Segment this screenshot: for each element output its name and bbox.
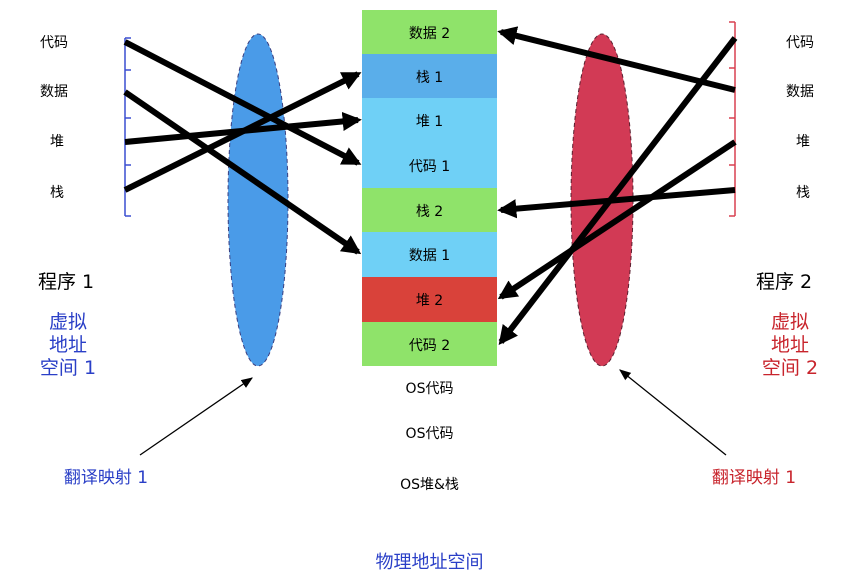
arrow-heap2 bbox=[497, 139, 737, 300]
program1-address-bracket bbox=[124, 37, 131, 217]
program1-mapping-arrows bbox=[123, 39, 362, 255]
svg-text:栈 2: 栈 2 bbox=[416, 204, 443, 220]
mapping-pointer-1 bbox=[139, 377, 253, 456]
program2-address-bracket bbox=[729, 21, 736, 217]
svg-text:代码 2: 代码 2 bbox=[409, 338, 450, 354]
svg-text:栈 1: 栈 1 bbox=[416, 70, 443, 86]
physical-memory-blocks: 数据 2 栈 1 堆 1 代码 1 栈 2 数据 1 堆 2 代码 2 bbox=[362, 10, 497, 366]
svg-text:数据 2: 数据 2 bbox=[409, 26, 450, 42]
program1-segment-label: 代码 bbox=[40, 35, 68, 51]
program2-space-label: 虚拟 地址 空间 2 bbox=[762, 311, 818, 379]
svg-text:地址: 地址 bbox=[771, 334, 809, 356]
mapping-label-2: 翻译映射 1 bbox=[712, 468, 796, 488]
physical-space-title: 物理地址空间 bbox=[376, 552, 484, 573]
phys-block: 数据 2 bbox=[362, 10, 497, 54]
phys-block: 栈 1 bbox=[362, 54, 497, 98]
phys-block: 数据 1 bbox=[362, 232, 497, 277]
program1-name: 程序 1 bbox=[38, 271, 94, 293]
program1-segment-label: 数据 bbox=[40, 84, 68, 100]
svg-text:虚拟: 虚拟 bbox=[49, 311, 87, 333]
phys-block: 代码 1 bbox=[362, 143, 497, 188]
os-label: OS代码 bbox=[406, 381, 454, 397]
svg-text:堆 2: 堆 2 bbox=[416, 293, 443, 309]
svg-text:虚拟: 虚拟 bbox=[771, 311, 809, 333]
os-label: OS堆&栈 bbox=[400, 477, 459, 493]
svg-text:堆 1: 堆 1 bbox=[416, 114, 443, 130]
phys-block: 堆 1 bbox=[362, 98, 497, 143]
phys-block: 代码 2 bbox=[362, 322, 497, 366]
program1-space-label: 虚拟 地址 空间 1 bbox=[40, 311, 96, 379]
phys-block: 堆 2 bbox=[362, 277, 497, 322]
arrow-code2 bbox=[498, 36, 738, 346]
arrow-data2 bbox=[497, 26, 736, 93]
svg-text:数据 1: 数据 1 bbox=[409, 248, 450, 264]
arrow-stack2 bbox=[497, 187, 736, 219]
program2-segment-label: 栈 bbox=[796, 185, 810, 201]
svg-text:空间 2: 空间 2 bbox=[762, 357, 818, 379]
program2-segment-label: 代码 bbox=[786, 35, 814, 51]
mapping-label-1: 翻译映射 1 bbox=[64, 468, 148, 488]
program1-segment-label: 栈 bbox=[50, 185, 64, 201]
phys-block: 栈 2 bbox=[362, 188, 497, 232]
mapping-pointer-2 bbox=[619, 369, 727, 456]
arrow-stack1 bbox=[123, 71, 362, 193]
program2-mapping-arrows bbox=[497, 26, 738, 346]
program1-segment-label: 堆 bbox=[50, 134, 64, 150]
svg-text:代码 1: 代码 1 bbox=[409, 159, 450, 175]
arrow-data1 bbox=[123, 89, 362, 255]
svg-text:地址: 地址 bbox=[49, 334, 87, 356]
program2-name: 程序 2 bbox=[756, 271, 812, 293]
program2-segment-label: 数据 bbox=[786, 84, 814, 100]
svg-text:空间 1: 空间 1 bbox=[40, 357, 96, 379]
os-label: OS代码 bbox=[406, 426, 454, 442]
arrow-code1 bbox=[123, 39, 362, 166]
program2-segment-label: 堆 bbox=[796, 134, 810, 150]
